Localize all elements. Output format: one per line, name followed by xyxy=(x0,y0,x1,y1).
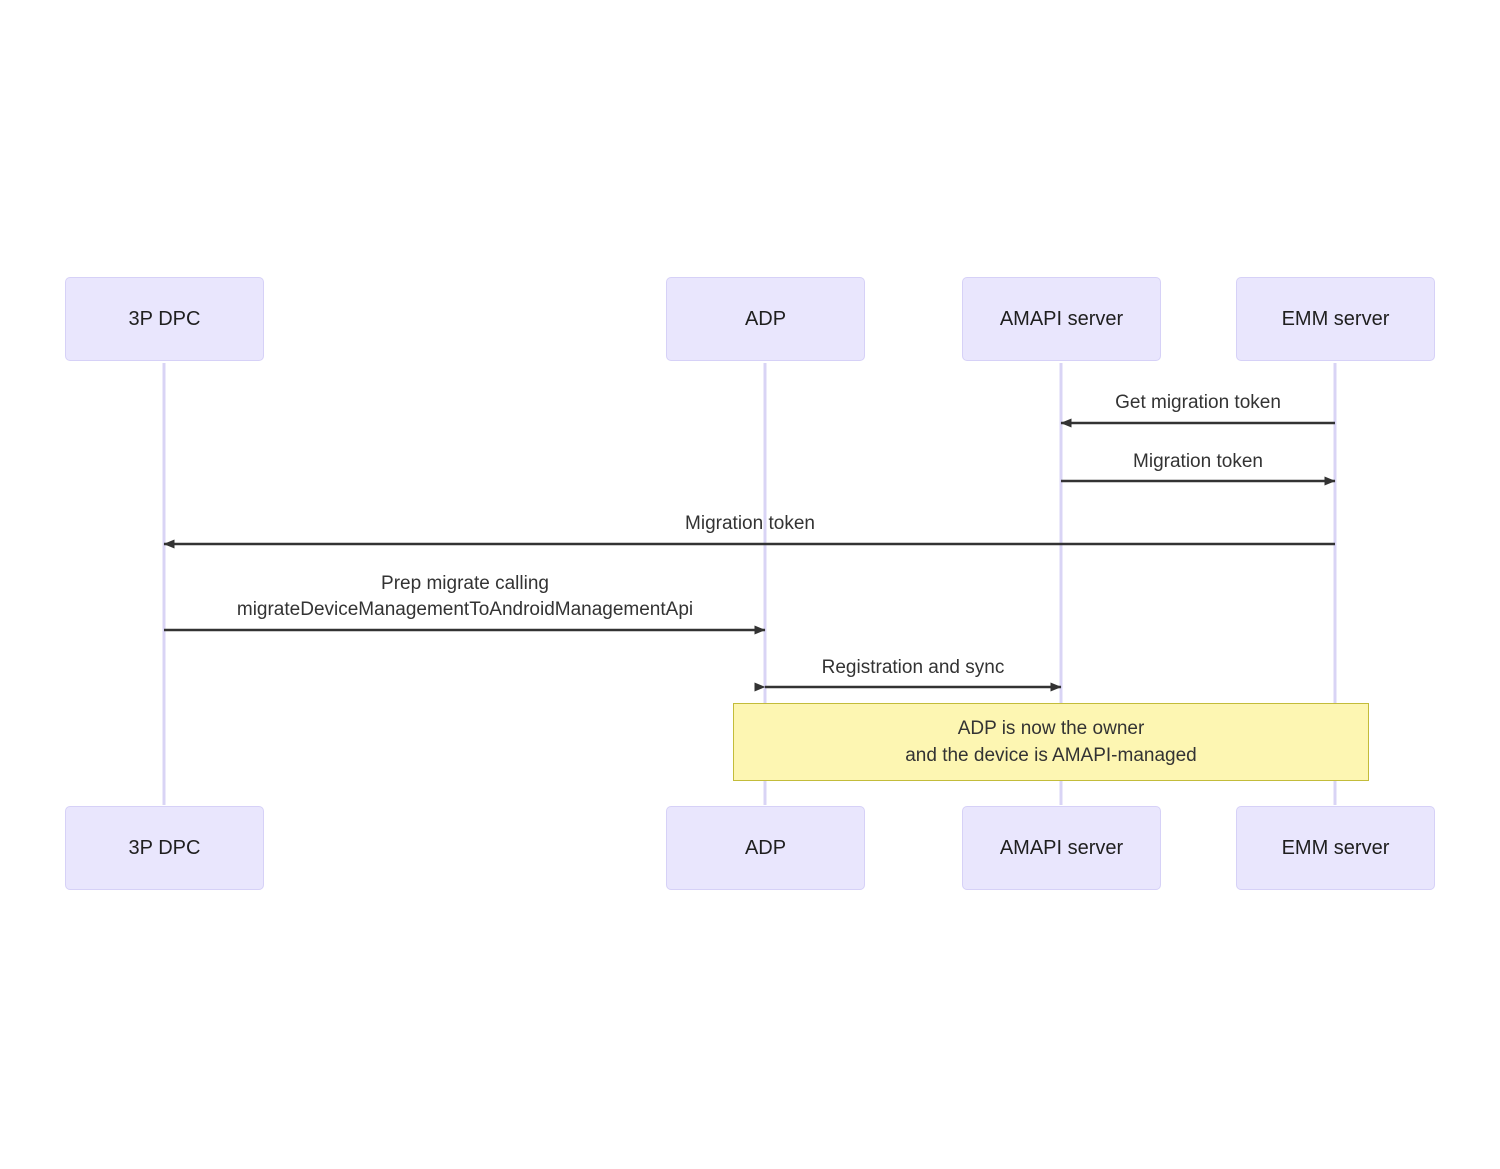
participant-label-adp-bottom: ADP xyxy=(744,836,787,859)
message-label-m4-line1: Prep migrate calling xyxy=(381,573,549,594)
message-label-m2-line1: Migration token xyxy=(1133,451,1263,472)
message-label-m4: Prep migrate calling migrateDeviceManage… xyxy=(237,571,693,623)
participant-box-amapi-top[interactable]: AMAPI server xyxy=(962,277,1161,361)
message-label-m5: Registration and sync xyxy=(822,655,1005,681)
message-label-m3-line1: Migration token xyxy=(685,513,815,534)
note-line-1: ADP is now the owner xyxy=(957,718,1145,739)
message-label-m1: Get migration token xyxy=(1115,390,1281,416)
participant-label-amapi-bottom: AMAPI server xyxy=(999,836,1124,859)
participant-label-dpc-bottom: 3P DPC xyxy=(128,836,201,859)
participant-box-dpc-top[interactable]: 3P DPC xyxy=(65,277,264,361)
participant-label-amapi-top: AMAPI server xyxy=(999,307,1124,330)
participant-label-adp-top: ADP xyxy=(744,307,787,330)
message-label-m5-line1: Registration and sync xyxy=(821,657,1005,678)
message-arrows xyxy=(163,418,1336,692)
participant-label-emm-top: EMM server xyxy=(1281,307,1390,330)
participant-box-emm-top[interactable]: EMM server xyxy=(1236,277,1435,361)
participant-label-dpc-top: 3P DPC xyxy=(128,307,201,330)
message-label-m3: Migration token xyxy=(685,511,815,537)
note-adp-owner: ADP is now the owner and the device is A… xyxy=(733,703,1369,781)
message-label-m1-line1: Get migration token xyxy=(1115,392,1281,413)
message-label-m4-line2: migrateDeviceManagementToAndroidManageme… xyxy=(236,599,694,620)
note-line-2: and the device is AMAPI-managed xyxy=(905,745,1197,766)
participant-label-emm-bottom: EMM server xyxy=(1281,836,1390,859)
message-label-m2: Migration token xyxy=(1133,449,1263,475)
participant-box-adp-top[interactable]: ADP xyxy=(666,277,865,361)
participant-box-emm-bottom[interactable]: EMM server xyxy=(1236,806,1435,890)
participant-box-dpc-bottom[interactable]: 3P DPC xyxy=(65,806,264,890)
participant-box-amapi-bottom[interactable]: AMAPI server xyxy=(962,806,1161,890)
participant-box-adp-bottom[interactable]: ADP xyxy=(666,806,865,890)
